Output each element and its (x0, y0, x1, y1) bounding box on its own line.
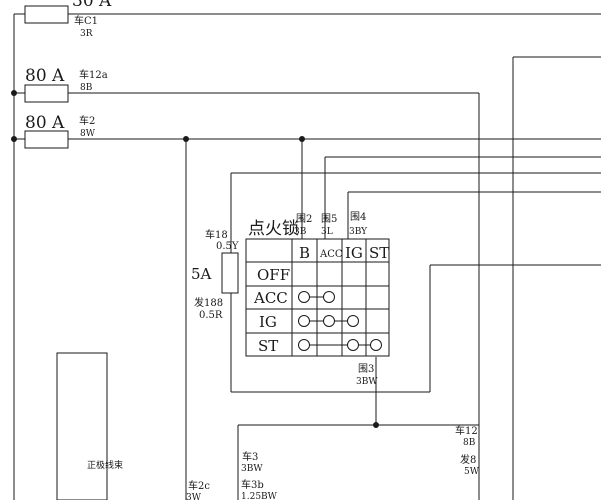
wire-8-spec: 5W (464, 467, 480, 477)
wire-b-id: 围2 (296, 213, 312, 225)
wire-8-id: 发8 (460, 453, 476, 466)
contact-circle (298, 339, 310, 351)
fuse-mid (24, 84, 69, 103)
position-off: OFF (257, 266, 290, 284)
column-header-st: ST (369, 244, 389, 262)
contact-circle (298, 315, 310, 327)
wire-12-spec: 8B (463, 438, 476, 448)
junction-dot (11, 90, 17, 96)
wire-ig-id: 围4 (350, 211, 366, 223)
fuse-mid-wire-id: 车12a (79, 68, 108, 81)
fuse-low-wire-id: 车2 (79, 114, 95, 127)
contact-circle (323, 291, 335, 303)
ignition-switch-title: 点火锁 (248, 219, 299, 239)
wire-acc-spec: 3L (321, 227, 333, 237)
fuse-small-rating: 5A (191, 265, 212, 283)
contact-circle (298, 291, 310, 303)
fuse-top (24, 5, 69, 24)
fuse-low-rating: 80 A (25, 113, 65, 133)
fuse-small-wire-in-spec: 0.5Y (216, 241, 239, 252)
wire-3-spec: 3BW (241, 464, 263, 474)
wire-st-spec: 3BW (356, 377, 378, 387)
column-header-b: B (299, 244, 310, 262)
wire-b-spec: 3B (294, 227, 307, 237)
fuse-top-rating: 30 A (72, 0, 112, 11)
wire-3b-spec: 1.25BW (241, 492, 278, 500)
position-acc: ACC (253, 289, 288, 307)
wire-12-id: 车12 (455, 424, 478, 437)
wire-3-id: 车3 (242, 450, 258, 463)
column-header-ig: IG (345, 244, 363, 262)
junction-dot (11, 136, 17, 142)
wire-2c-id: 车2c (188, 479, 210, 492)
fuse-low (24, 130, 69, 149)
contact-circle (347, 339, 359, 351)
junction-dot (373, 422, 379, 428)
contact-circle (347, 315, 359, 327)
column-header-acc: ACC (319, 249, 343, 260)
fuse-small-wire-in-id: 车18 (205, 228, 228, 241)
fuse-small-wire-out-id: 发188 (194, 296, 223, 309)
positive-harness-label: 正极线束 (87, 459, 123, 471)
position-st: ST (258, 337, 278, 355)
ignition-switch-table (245, 238, 390, 357)
fuse-small (221, 252, 239, 294)
contact-circle (370, 339, 382, 351)
fuse-mid-wire-spec: 8B (80, 83, 93, 93)
fuse-low-wire-spec: 8W (80, 129, 96, 139)
wire-2c-spec: 3W (186, 493, 202, 500)
positive-harness-box (56, 352, 108, 500)
wire-ig-spec: 3BY (349, 227, 368, 237)
position-ig: IG (259, 313, 277, 331)
wire-st-id: 围3 (358, 363, 374, 375)
wire-acc-id: 围5 (321, 213, 337, 225)
wire-3b-id: 车3b (241, 478, 264, 491)
fuse-top-wire-spec: 3R (80, 29, 93, 39)
fuse-mid-rating: 80 A (25, 66, 65, 86)
fuse-top-wire-id: 车C1 (74, 14, 98, 27)
contact-circle (323, 315, 335, 327)
fuse-small-wire-out-spec: 0.5R (199, 310, 223, 321)
